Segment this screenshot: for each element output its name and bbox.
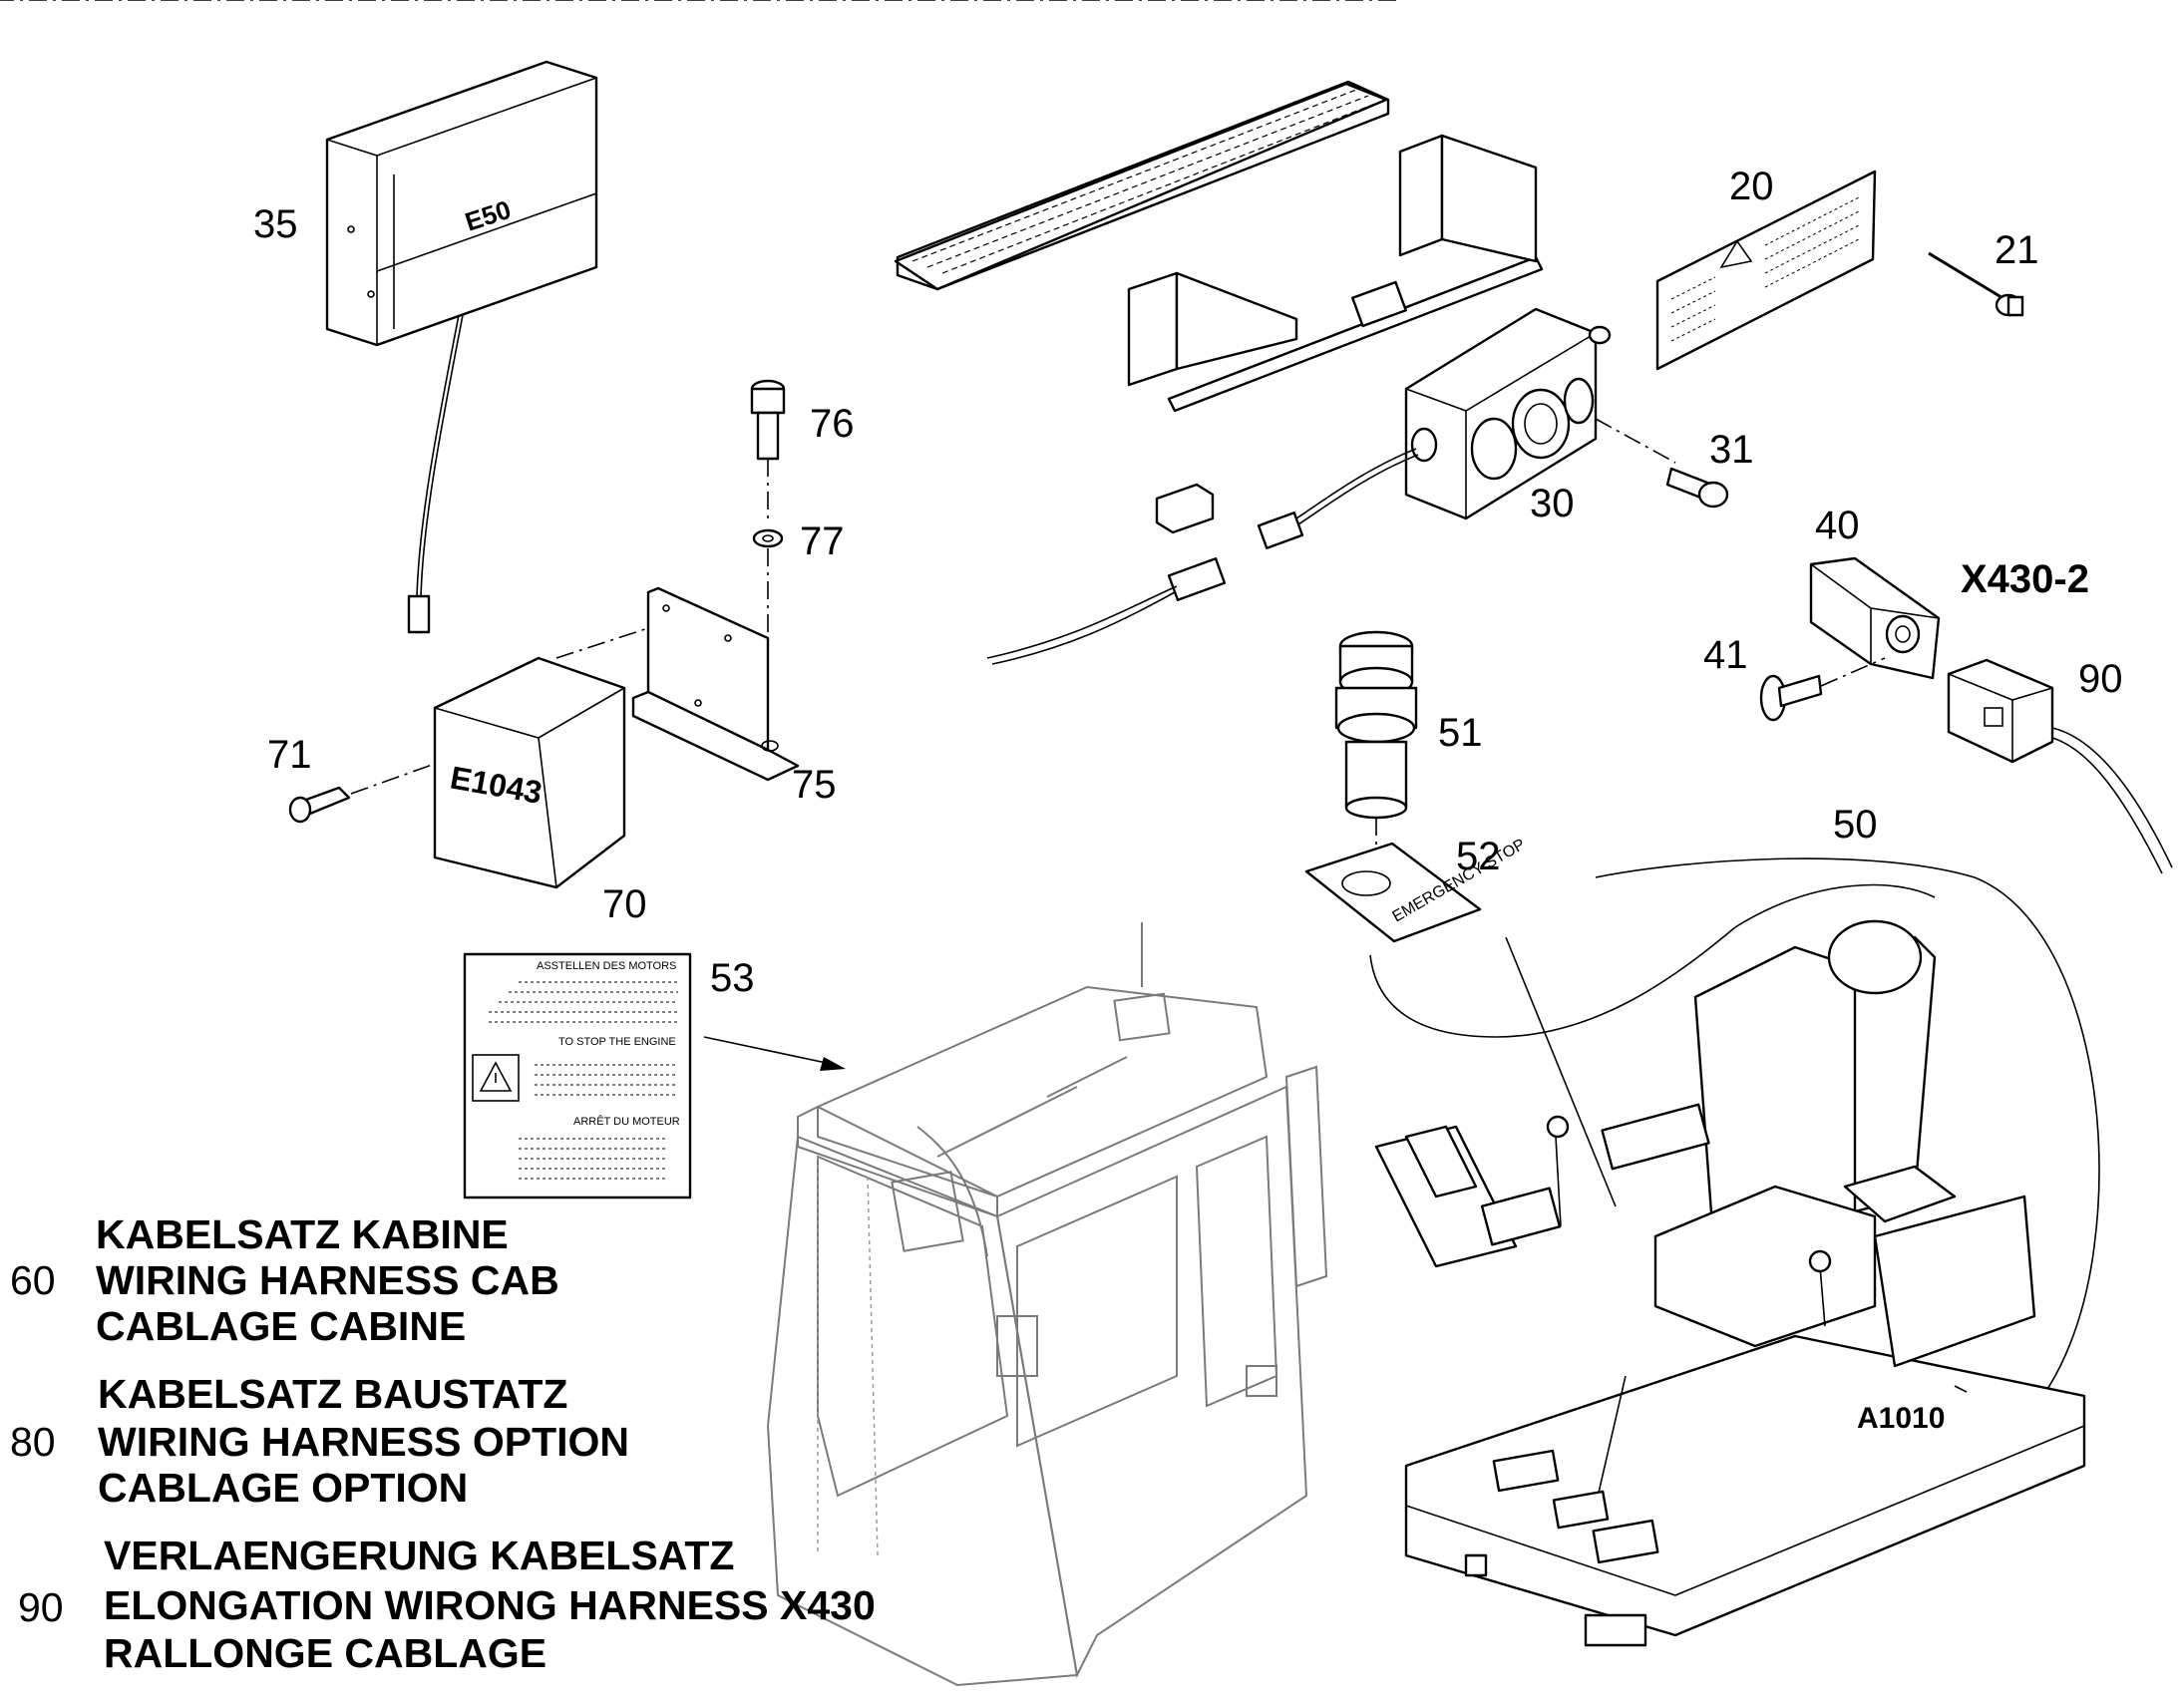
callout-35: 35	[253, 202, 298, 246]
part-30-estop-box	[0, 0, 1676, 665]
callout-70: 70	[602, 882, 647, 926]
legend-item-80: KABELSATZ BAUSTATZ 80 WIRING HARNESS OPT…	[10, 1371, 629, 1511]
legend-80-line-3: CABLAGE OPTION	[98, 1465, 468, 1511]
part-31-screw	[1665, 467, 1729, 509]
decal-title-3: ARRÊT DU MOTEUR	[573, 1115, 680, 1128]
module-label-a1010: A1010	[1857, 1402, 1945, 1435]
legend-80-line-2: WIRING HARNESS OPTION	[98, 1419, 629, 1465]
callout-52: 52	[1456, 835, 1501, 878]
callout-40: 40	[1815, 504, 1860, 547]
part-77-washer	[752, 528, 784, 738]
legend-60-number: 60	[10, 1257, 56, 1303]
callout-50: 50	[1833, 803, 1878, 847]
callout-41: 41	[1703, 633, 1748, 677]
part-53-engine-stop-decal: ASSTELLEN DES MOTORS TO STOP THE ENGINE …	[463, 952, 846, 1199]
callout-20: 20	[1729, 165, 1774, 208]
operator-seat-console	[1374, 857, 2100, 1647]
legend-60-line-2: WIRING HARNESS CAB	[96, 1257, 559, 1303]
legend-90-line-1: VERLAENGERUNG KABELSATZ	[104, 1533, 734, 1578]
warning-triangle-icon	[479, 1061, 513, 1092]
callout-75: 75	[792, 763, 837, 807]
part-21-rivet	[1928, 251, 2024, 317]
part-71-screw	[288, 763, 436, 824]
callout-51: 51	[1438, 711, 1483, 755]
legend-item-60: KABELSATZ KABINE 60 WIRING HARNESS CAB C…	[10, 1211, 559, 1349]
part-35-control-box: E50	[325, 60, 598, 634]
part-75-bracket	[555, 586, 800, 782]
callout-53: 53	[710, 956, 755, 1000]
callout-30: 30	[1530, 482, 1575, 525]
operator-cab	[766, 922, 1328, 1687]
step-grating	[894, 80, 1390, 291]
decal-title-2: TO STOP THE ENGINE	[558, 1036, 676, 1048]
callout-90: 90	[2078, 657, 2123, 701]
legend-90-number: 90	[18, 1584, 64, 1630]
callout-71: 71	[267, 733, 312, 777]
part-51-estop-button	[1334, 630, 1418, 877]
callout-77: 77	[800, 519, 845, 563]
part-76-screw	[750, 379, 786, 523]
legend-80-line-1: KABELSATZ BAUSTATZ	[98, 1371, 567, 1417]
part-41-screw	[1759, 657, 1886, 722]
step-support-frame	[1127, 134, 1544, 413]
legend-90-line-3: RALLONGE CABLAGE	[104, 1630, 546, 1676]
part-40-holder	[1809, 556, 1941, 680]
legend-item-90: VERLAENGERUNG KABELSATZ 90 ELONGATION WI…	[18, 1533, 876, 1676]
part-90-connector	[1947, 658, 2173, 874]
legend-90-line-2: ELONGATION WIRONG HARNESS X430	[104, 1582, 876, 1628]
connector-label-x430-2: X430-2	[1961, 557, 2089, 601]
legend-60-line-1: KABELSATZ KABINE	[96, 1211, 509, 1257]
part-20-decal	[1655, 170, 1877, 371]
part-70-relay-box: E1043	[433, 656, 626, 889]
callout-31: 31	[1709, 428, 1754, 472]
callout-21: 21	[1995, 228, 2039, 272]
callout-76: 76	[810, 402, 855, 446]
legend-80-number: 80	[10, 1419, 56, 1465]
legend-60-line-3: CABLAGE CABINE	[96, 1303, 466, 1349]
decal-title-1: ASSTELLEN DES MOTORS	[537, 960, 676, 972]
